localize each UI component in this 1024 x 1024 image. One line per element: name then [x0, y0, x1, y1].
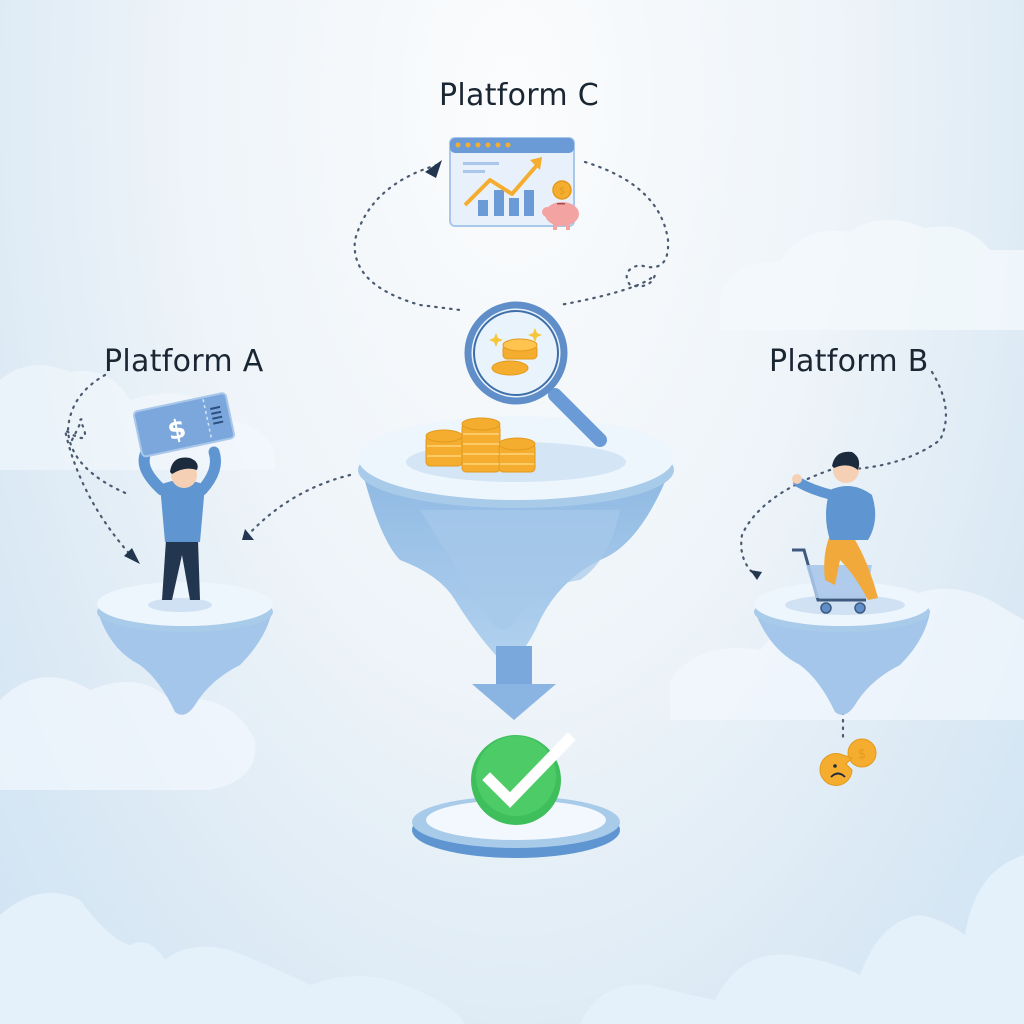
arrowhead-b [750, 570, 762, 580]
svg-text:$: $ [165, 414, 189, 447]
loop-platform-b [740, 370, 947, 577]
loop-from-center-right [558, 160, 670, 307]
platform-a-label: Platform A [104, 344, 264, 379]
arrowhead-a-right [242, 529, 254, 540]
svg-text:$: $ [858, 747, 866, 762]
arrowhead-c [425, 160, 442, 178]
svg-text:$: $ [559, 186, 565, 197]
arrowhead-a-left [124, 548, 140, 564]
loop-to-platform-c [353, 163, 462, 312]
loop-platform-a-upper [66, 373, 132, 497]
platform-b-label: Platform B [769, 344, 929, 379]
arrow-center-to-a [246, 473, 352, 537]
loop-platform-a-lower [63, 418, 137, 562]
platform-c-label: Platform C [439, 78, 600, 113]
